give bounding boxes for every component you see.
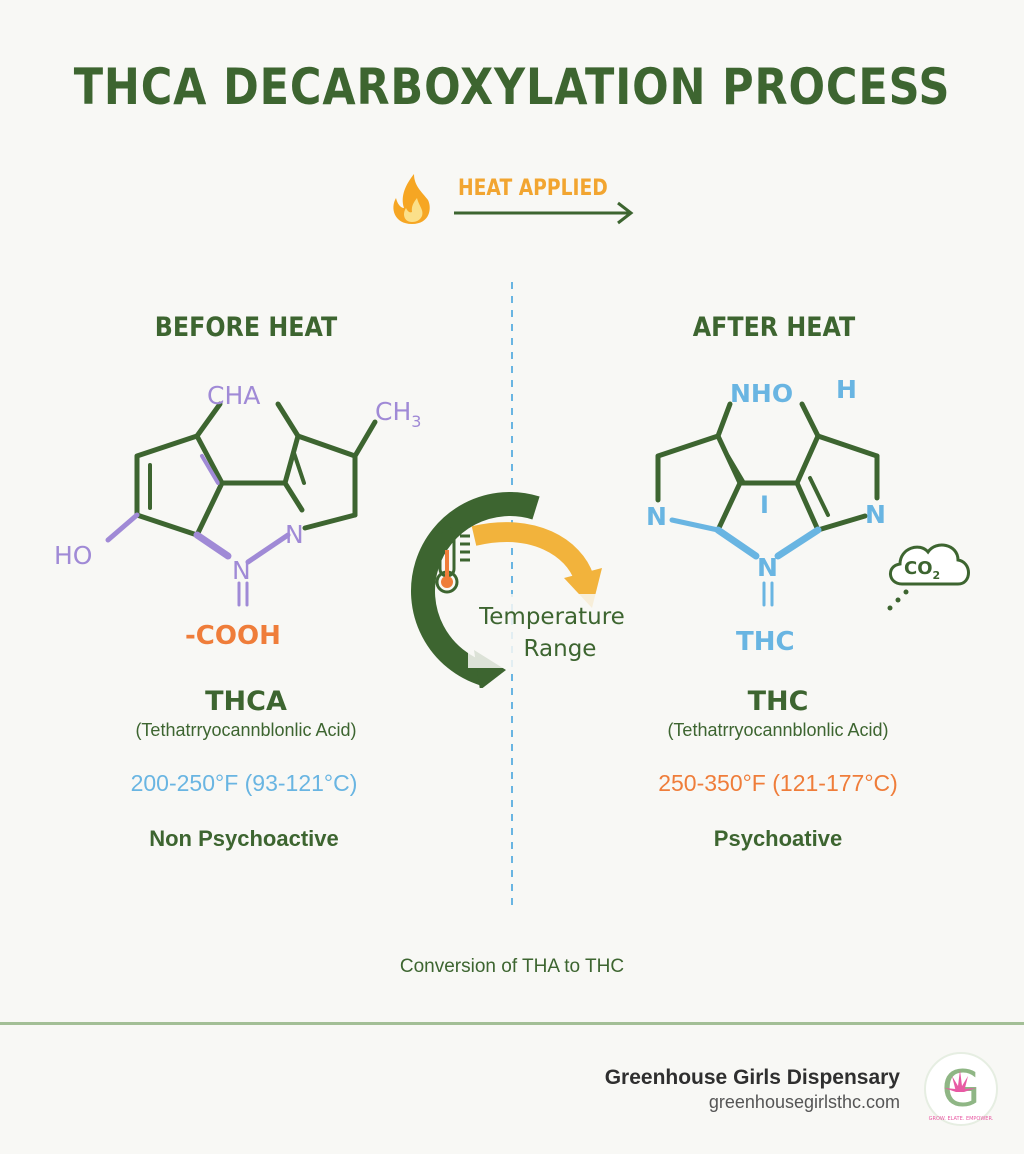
cha-label: CHA — [207, 381, 260, 410]
temperature-cycle-graphic: Temperature Range — [411, 492, 634, 688]
thca-temperature: 200-250°F (93-121°C) — [130, 770, 358, 796]
conversion-caption: Conversion of THA to THC — [399, 956, 625, 977]
thc-molecule: NHO H N N I N THC — [646, 375, 886, 657]
thca-name: THCA — [205, 686, 287, 717]
h-label: H — [836, 375, 857, 404]
thca-full-name: (Tethatrryocannblonlic Acid) — [135, 720, 357, 740]
i-label: I — [760, 491, 769, 519]
thc-temperature: 250-350°F (121-177°C) — [658, 770, 898, 796]
cooh-label: -COOH — [185, 621, 281, 651]
thca-molecule: CHA CH3 HO N N -COOH — [54, 381, 421, 651]
ch3-label: CH3 — [375, 397, 421, 431]
thc-full-name: (Tethatrryocannblonlic Acid) — [667, 720, 889, 740]
thca-effect: Non Psychoactive — [149, 826, 339, 851]
arrow-right-icon — [454, 201, 634, 225]
co2-cloud-icon: CO2 — [887, 543, 970, 611]
n-label-right: N — [285, 520, 304, 549]
before-heat-heading: BEFORE HEAT — [154, 312, 338, 343]
n-label-left: N — [646, 502, 667, 531]
footer-divider — [0, 1022, 1024, 1025]
heat-applied-label: HEAT APPLIED — [458, 176, 608, 201]
n-label-right: N — [865, 500, 886, 529]
brand-url[interactable]: greenhousegirlsthc.com — [708, 1092, 900, 1112]
n-label-bottom: N — [232, 556, 251, 585]
after-heat-heading: AFTER HEAT — [692, 312, 856, 343]
nho-label: NHO — [730, 379, 793, 408]
brand-logo: G GROW. ELATE. EMPOWER. — [924, 1052, 998, 1126]
thermometer-icon — [435, 526, 470, 594]
temperature-range-label-2: Range — [524, 636, 597, 662]
thc-atom-label: THC — [736, 627, 795, 657]
temperature-range-label-1: Temperature — [478, 604, 625, 630]
cannabis-leaf-icon — [944, 1070, 976, 1092]
logo-tagline: GROW. ELATE. EMPOWER. — [929, 1116, 994, 1122]
n-label-bottom: N — [757, 553, 778, 582]
brand-name: Greenhouse Girls Dispensary — [604, 1066, 900, 1089]
ho-label: HO — [54, 541, 92, 570]
svg-text:CO2: CO2 — [904, 558, 940, 582]
thc-effect: Psychoative — [713, 826, 843, 851]
heat-applied-graphic — [393, 174, 634, 225]
flame-icon — [393, 174, 430, 224]
page-title: THCA DECARBOXYLATION PROCESS — [73, 58, 951, 116]
thc-name: THC — [747, 686, 809, 717]
